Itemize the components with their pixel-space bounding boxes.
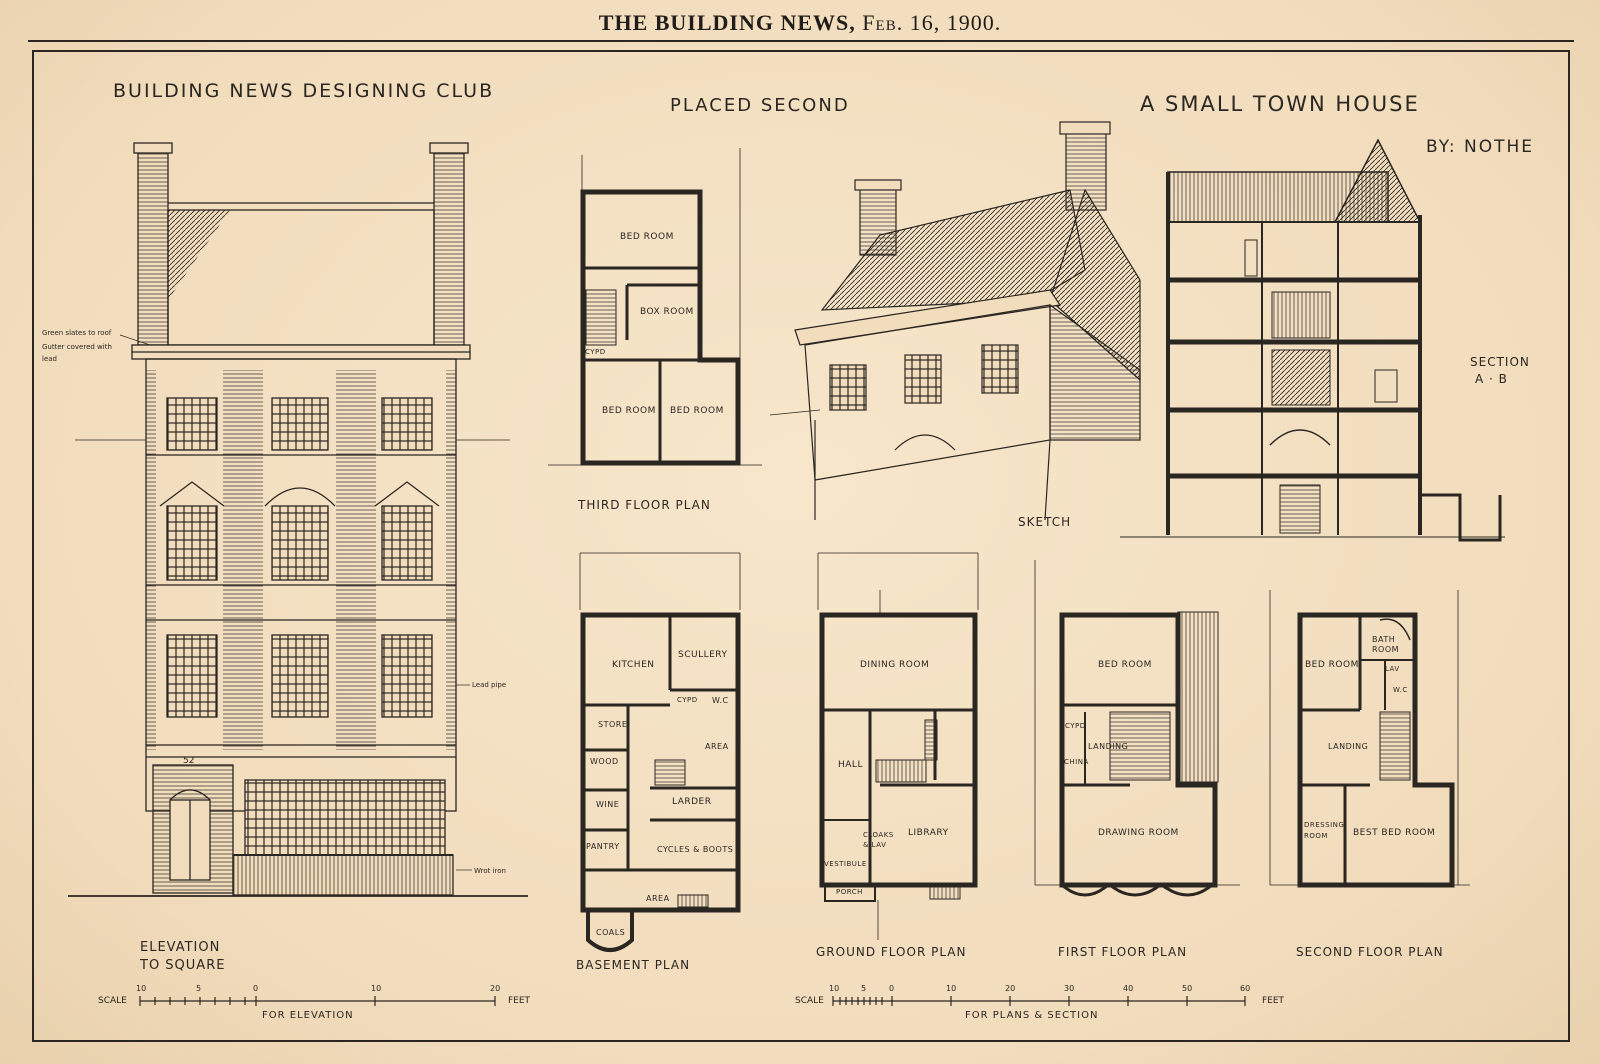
scale-caption: FOR ELEVATION (262, 1010, 354, 1021)
room-label: KITCHEN (612, 660, 655, 670)
room-label: BED ROOM (670, 406, 724, 416)
scale-tick: 60 (1240, 984, 1251, 993)
scale-word: SCALE (795, 996, 824, 1006)
scale-tick: 0 (253, 984, 259, 993)
subject-title: A SMALL TOWN HOUSE (1140, 92, 1420, 116)
second-floor-label: SECOND FLOOR PLAN (1296, 945, 1444, 959)
page-header: THE BUILDING NEWS, Feb. 16, 1900. (0, 10, 1600, 36)
section-label-1: SECTION (1470, 355, 1530, 369)
room-label: BED ROOM (620, 232, 674, 242)
room-label: BED ROOM (1098, 660, 1152, 670)
scale-unit: FEET (508, 996, 531, 1006)
room-label: CHINA (1064, 758, 1089, 766)
second-floor-plan (1269, 590, 1470, 888)
room-label: DRAWING ROOM (1098, 828, 1179, 838)
elevation-scale-bar (139, 996, 496, 1006)
scale-tick: 5 (196, 984, 202, 993)
room-label: PORCH (836, 888, 863, 896)
room-label: DRESSING ROOM (1304, 821, 1345, 840)
section-label-2: A · B (1475, 372, 1508, 386)
room-label: W.C (712, 696, 729, 705)
roof-note-3: lead (42, 355, 57, 363)
first-floor-plan (1034, 560, 1240, 897)
house-number: 52 (183, 756, 195, 766)
room-label: PANTRY (586, 842, 620, 851)
publication-date: Feb. 16, 1900. (862, 10, 1002, 35)
plans-scale-bar (832, 996, 1246, 1006)
roof-note-2: Gutter covered with (42, 343, 112, 351)
roof-note-1: Green slates to roof (42, 329, 112, 337)
room-label: DINING ROOM (860, 660, 930, 670)
room-label: AREA (705, 742, 729, 751)
first-floor-label: FIRST FLOOR PLAN (1058, 945, 1188, 959)
scale-tick: 0 (889, 984, 895, 993)
third-floor-plan (548, 148, 762, 466)
room-label: BATH ROOM (1372, 635, 1400, 654)
scale-tick: 20 (490, 984, 501, 993)
basement-label: BASEMENT PLAN (576, 958, 691, 972)
basement-plan (579, 552, 741, 952)
ground-floor-label: GROUND FLOOR PLAN (816, 945, 967, 959)
author-credit: BY: NOTHE (1426, 137, 1534, 157)
room-label: LANDING (1088, 742, 1129, 751)
scale-tick: 20 (1005, 984, 1016, 993)
room-label: STORE (598, 720, 628, 729)
room-label: LIBRARY (908, 828, 949, 838)
room-label: CYPD (1065, 722, 1086, 730)
elevation-label-1: ELEVATION (140, 940, 221, 955)
room-label: HALL (838, 760, 863, 770)
room-label: CYCLES & BOOTS (657, 845, 734, 854)
room-label: BED ROOM (602, 406, 656, 416)
room-label: BED ROOM (1305, 660, 1359, 670)
sketch-label: SKETCH (1018, 515, 1072, 529)
room-label: BEST BED ROOM (1353, 828, 1436, 838)
room-label: W.C (1393, 686, 1408, 694)
room-label: CLOAKS & LAV (863, 831, 894, 849)
third-floor-label: THIRD FLOOR PLAN (578, 498, 711, 512)
section-drawing (1120, 138, 1505, 542)
header-rule (28, 40, 1574, 42)
room-label: CYPD (677, 696, 698, 704)
scale-tick: 10 (136, 984, 147, 993)
scale-tick: 10 (829, 984, 840, 993)
room-label: COALS (596, 928, 626, 937)
scale-tick: 10 (946, 984, 957, 993)
room-label: AREA (646, 894, 670, 903)
room-label: LANDING (1328, 742, 1369, 751)
scale-tick: 10 (371, 984, 382, 993)
placement-title: PLACED SECOND (670, 95, 850, 116)
publication-title: THE BUILDING NEWS, (598, 10, 856, 35)
wrought-iron-note: Wrot iron (474, 867, 506, 875)
lead-pipe-note: Lead pipe (472, 681, 507, 689)
scale-tick: 40 (1123, 984, 1134, 993)
room-label: LAV (1385, 665, 1400, 673)
room-label: CYPD (585, 348, 606, 356)
club-title: BUILDING NEWS DESIGNING CLUB (113, 80, 495, 102)
room-label: LARDER (672, 797, 712, 807)
perspective-sketch (769, 121, 1141, 521)
room-label: BOX ROOM (640, 307, 694, 317)
scale-tick: 50 (1182, 984, 1193, 993)
scale-tick: 5 (861, 984, 867, 993)
scale-tick: 30 (1064, 984, 1075, 993)
ground-floor-plan (817, 552, 979, 940)
room-label: VESTIBULE (824, 860, 867, 868)
elevation-label-2: TO SQUARE (140, 958, 226, 973)
scale-caption: FOR PLANS & SECTION (965, 1010, 1099, 1021)
room-label: SCULLERY (678, 650, 728, 660)
room-label: WINE (596, 800, 620, 809)
scale-word: SCALE (98, 996, 127, 1006)
room-label: WOOD (590, 757, 619, 766)
scale-unit: FEET (1262, 996, 1285, 1006)
elevation-drawing (68, 142, 528, 897)
border-frame (32, 50, 1570, 1042)
